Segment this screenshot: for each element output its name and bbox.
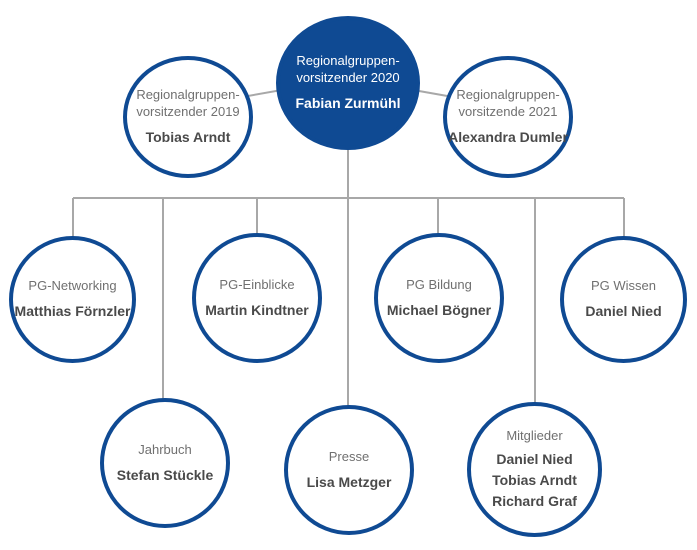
person-name: Michael Bögner	[386, 301, 492, 318]
role-label: Presse	[328, 448, 370, 464]
node-pg-bildung: PG Bildung Michael Bögner	[374, 233, 504, 363]
node-pg-einblicke: PG-Einblicke Martin Kindtner	[192, 233, 322, 363]
role-label: Mitglieder	[506, 428, 563, 443]
person-name: Martin Kindtner	[205, 301, 309, 318]
person-name: Daniel Nied Tobias Arndt Richard Graf	[492, 451, 577, 509]
node-pg-networking: PG-Networking Matthias Förnzler	[9, 236, 136, 363]
role-label: PG Wissen	[590, 278, 656, 293]
role-label: PG Bildung	[406, 276, 472, 292]
role-label: Regionalgruppen- vorsitzender 2020	[296, 53, 400, 85]
node-pg-wissen: PG Wissen Daniel Nied	[560, 236, 687, 363]
node-presse: Presse Lisa Metzger	[284, 405, 414, 535]
role-label: Regionalgruppen- vorsitzender 2019	[136, 87, 240, 119]
person-name: Tobias Arndt	[145, 129, 231, 145]
person-name: Lisa Metzger	[306, 473, 392, 490]
person-name: Fabian Zurmühl	[295, 95, 401, 111]
node-chair-2020: Regionalgruppen- vorsitzender 2020 Fabia…	[276, 16, 420, 150]
role-label: Regionalgruppen- vorsitzende 2021	[456, 87, 560, 119]
node-jahrbuch: Jahrbuch Stefan Stückle	[100, 398, 230, 528]
person-name: Alexandra Dumler	[448, 129, 568, 145]
node-chair-2019: Regionalgruppen- vorsitzender 2019 Tobia…	[123, 56, 253, 178]
person-name: Stefan Stückle	[116, 466, 214, 483]
role-label: Jahrbuch	[138, 441, 192, 457]
node-mitglieder: Mitglieder Daniel Nied Tobias Arndt Rich…	[467, 402, 602, 537]
role-label: PG-Networking	[28, 278, 117, 293]
person-name: Matthias Förnzler	[14, 303, 131, 319]
node-chair-2021: Regionalgruppen- vorsitzende 2021 Alexan…	[443, 56, 573, 178]
person-name: Daniel Nied	[585, 303, 662, 319]
role-label: PG-Einblicke	[219, 276, 295, 292]
